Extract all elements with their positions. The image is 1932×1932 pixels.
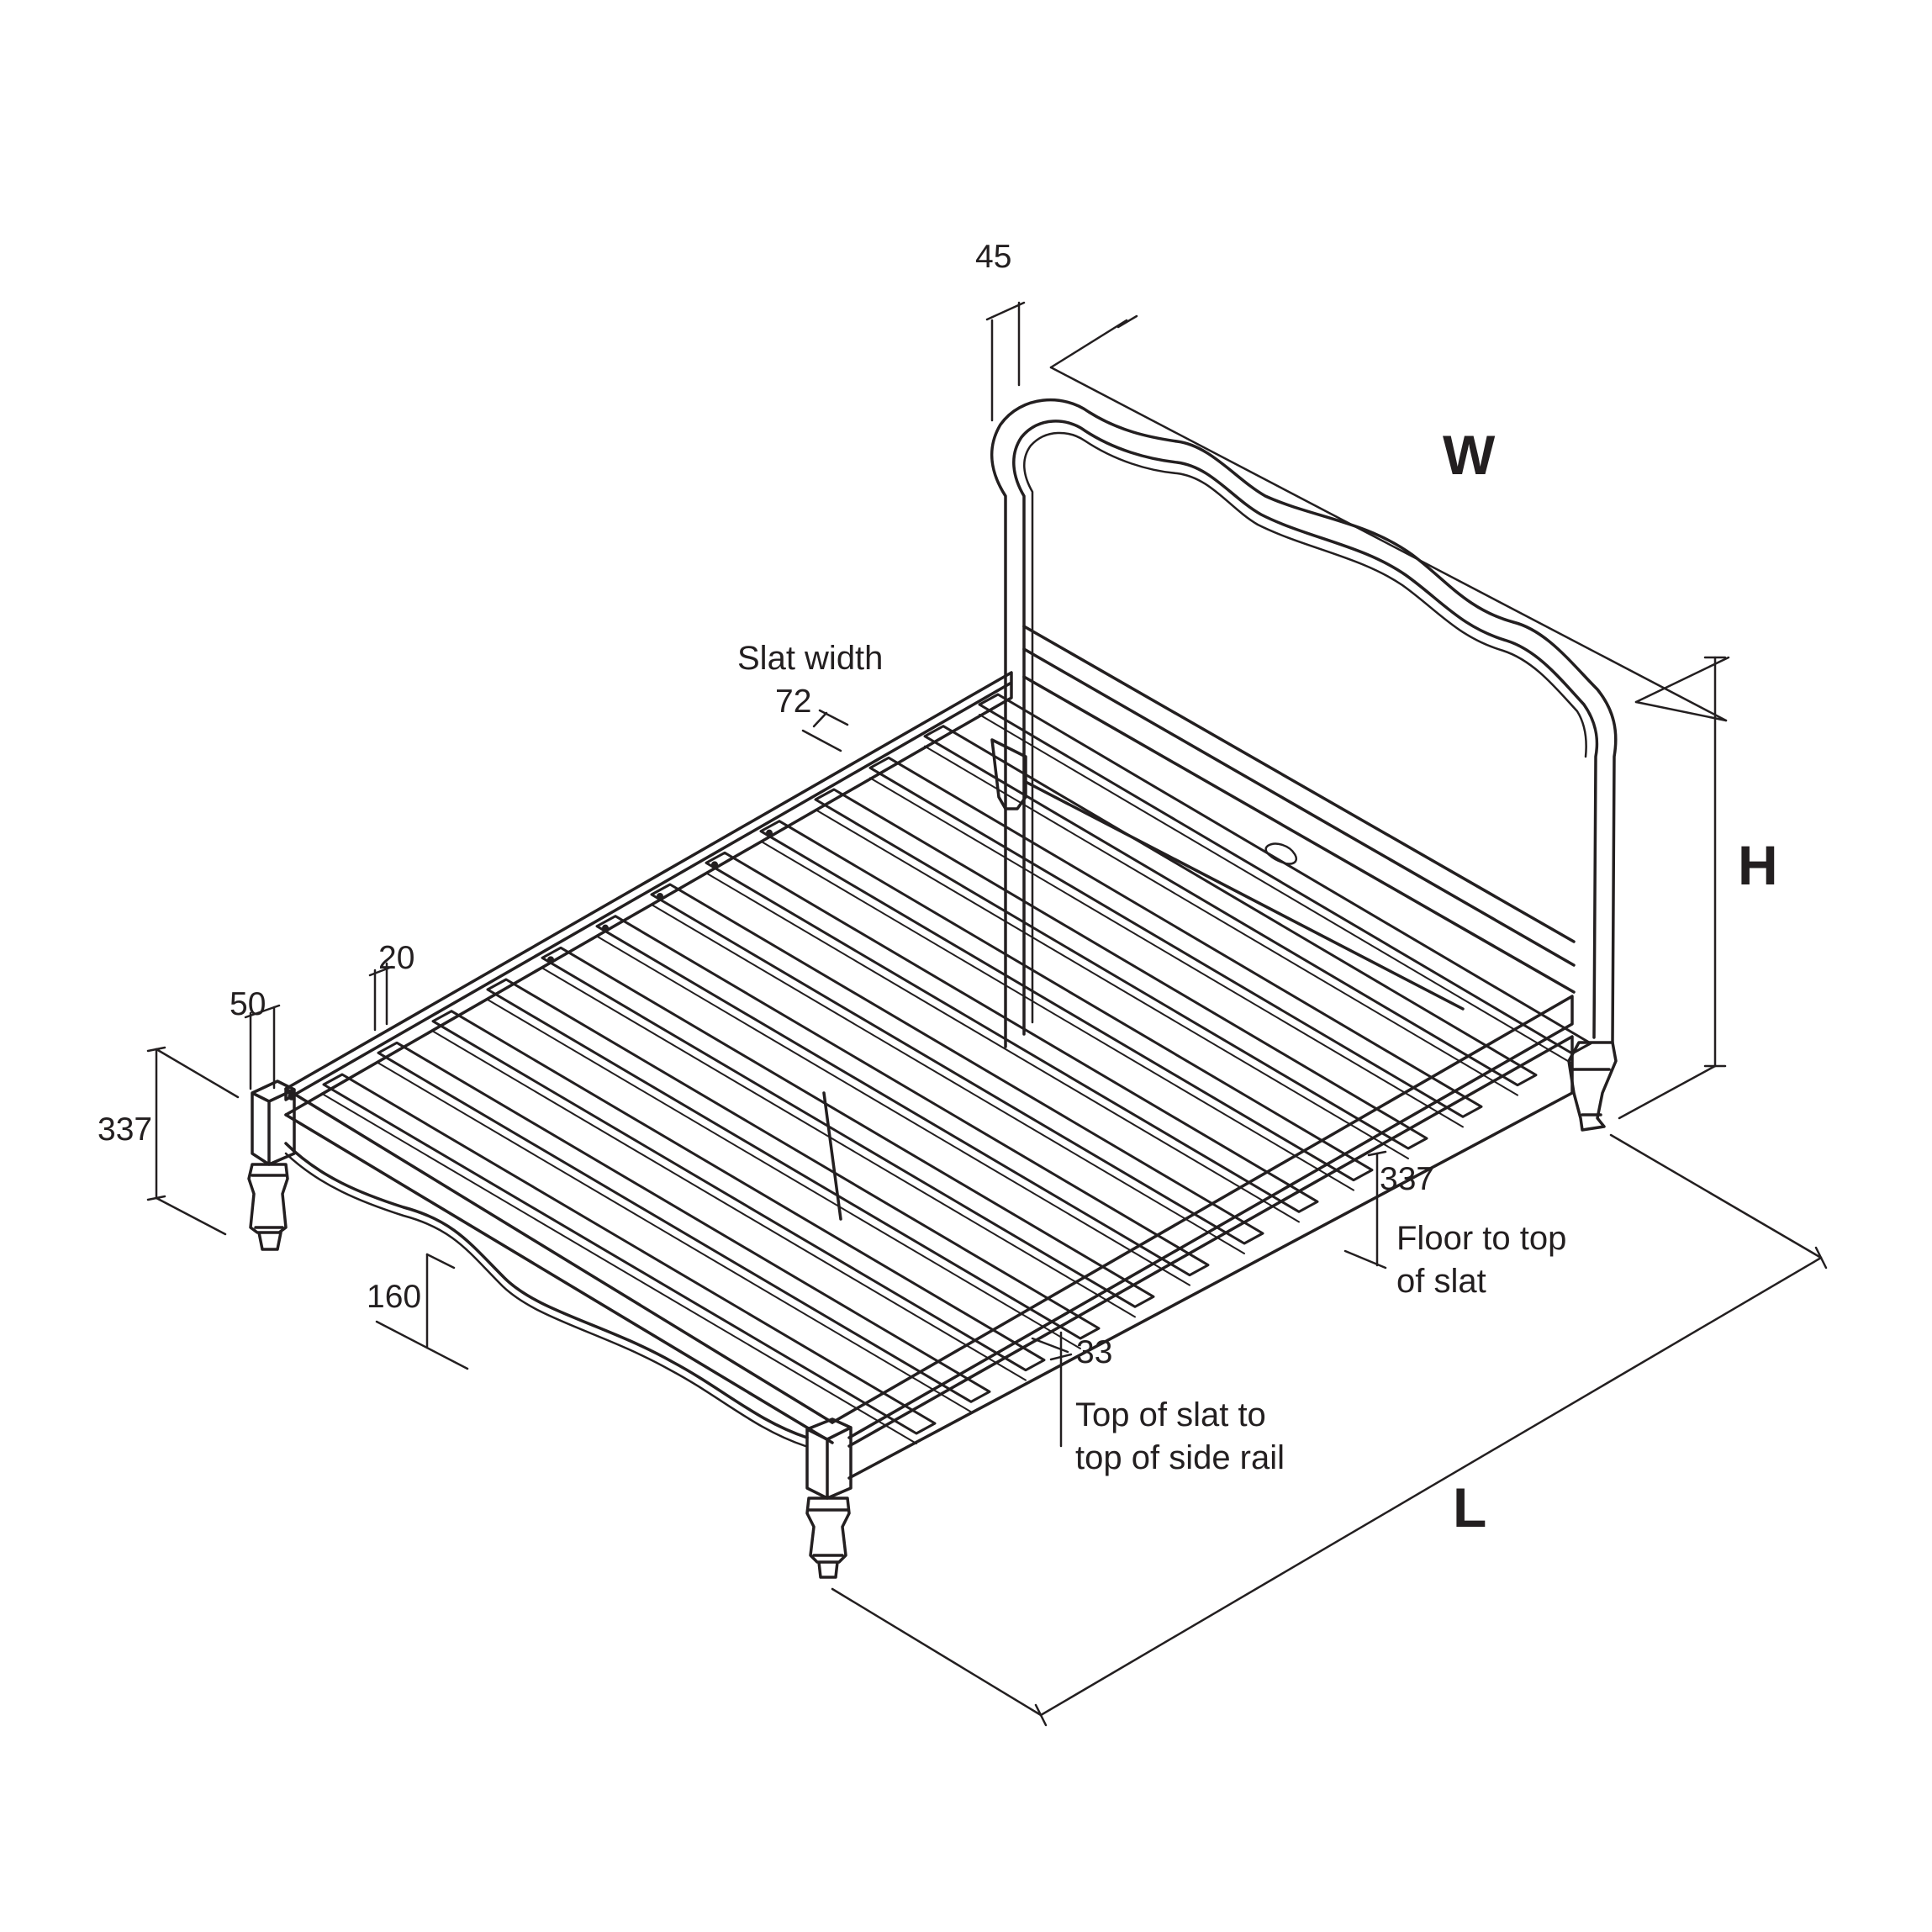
rail-lip-tick bbox=[1049, 1353, 1073, 1361]
slat bbox=[759, 820, 1374, 1182]
slat-edge bbox=[377, 1062, 972, 1413]
slat bbox=[486, 978, 1101, 1340]
slat bbox=[705, 851, 1319, 1213]
slat-edge bbox=[596, 935, 1190, 1286]
headboard-right-leg bbox=[1567, 1041, 1618, 1132]
slat-width-ext-right bbox=[818, 709, 849, 726]
length-extension-front bbox=[831, 1587, 1043, 1717]
rail-depth-ext-bottom bbox=[375, 1320, 469, 1370]
floor-to-slat-tick-top bbox=[1367, 1150, 1387, 1157]
slats bbox=[322, 693, 1592, 1444]
headboard-thickness-line bbox=[985, 301, 1026, 321]
slat-thickness-value: 20 bbox=[378, 940, 415, 976]
rail-depth-ext-top bbox=[425, 1253, 456, 1270]
slat bbox=[595, 915, 1210, 1277]
height-label: H bbox=[1738, 834, 1778, 896]
headboard bbox=[990, 398, 1618, 1132]
slat bbox=[923, 725, 1538, 1087]
height-extension-bottom bbox=[1618, 1064, 1717, 1120]
headboard-panel-lower-rail bbox=[1022, 625, 1576, 994]
leg-height-ext-bottom bbox=[155, 1196, 227, 1236]
center-support-rail bbox=[822, 780, 1465, 1221]
slat-edge bbox=[869, 777, 1464, 1128]
width-tick-left bbox=[1116, 314, 1138, 329]
rail-lip-caption-line-1: Top of slat to bbox=[1075, 1396, 1266, 1433]
rail-depth-value: 160 bbox=[367, 1279, 422, 1315]
slat bbox=[650, 883, 1264, 1245]
slat-bolt-icon bbox=[547, 956, 554, 963]
slat-width-value: 72 bbox=[775, 684, 812, 720]
floor-to-slat-ext-bottom bbox=[1343, 1249, 1387, 1270]
foot-rail-skirt-inner bbox=[284, 1152, 807, 1448]
slat-edge bbox=[815, 809, 1409, 1159]
leg-height-ext-top bbox=[155, 1048, 240, 1099]
slat-bolts bbox=[547, 829, 773, 963]
rail-lip-ext-top bbox=[1031, 1337, 1069, 1354]
slat-bolt-icon bbox=[602, 924, 609, 932]
foot-rail-top bbox=[284, 1087, 834, 1444]
front-left-post bbox=[251, 1079, 296, 1166]
slat-edge bbox=[541, 967, 1136, 1318]
post-width-value: 50 bbox=[230, 986, 267, 1022]
slat bbox=[814, 788, 1428, 1150]
front-right-leg bbox=[805, 1497, 851, 1579]
slat bbox=[431, 1010, 1046, 1372]
slat bbox=[978, 693, 1592, 1055]
front-right-post bbox=[805, 1417, 853, 1500]
dimension-lines bbox=[146, 301, 1828, 1727]
legs bbox=[247, 1079, 853, 1579]
post-width-line bbox=[244, 1004, 281, 1019]
slat-edge bbox=[432, 1030, 1027, 1381]
leg-height-tick-bottom bbox=[146, 1195, 166, 1201]
slat bbox=[377, 1041, 991, 1403]
floor-to-slat-value: 337 bbox=[1380, 1161, 1435, 1197]
headboard-thickness-value: 45 bbox=[975, 239, 1012, 275]
length-tick-front bbox=[1034, 1703, 1048, 1727]
floor-to-slat-caption-line-1: Floor to top bbox=[1396, 1220, 1567, 1257]
length-tick-back bbox=[1814, 1246, 1828, 1270]
slat bbox=[322, 1073, 937, 1435]
front-left-leg bbox=[247, 1163, 289, 1251]
bed-frame bbox=[284, 671, 1574, 1480]
slat-width-ext-left bbox=[801, 729, 842, 752]
length-extension-back bbox=[1609, 1133, 1823, 1259]
slat-bolt-icon bbox=[766, 829, 773, 837]
left-side-rail bbox=[831, 995, 1574, 1480]
headboard-outer-outline bbox=[990, 398, 1618, 1048]
slat-bolt-icon bbox=[711, 861, 718, 868]
length-label: L bbox=[1453, 1476, 1487, 1539]
width-dimension-line bbox=[1049, 366, 1728, 722]
headboard-piping bbox=[1023, 431, 1587, 1024]
floor-to-slat-caption-line-2: of slat bbox=[1396, 1263, 1486, 1300]
slat bbox=[868, 756, 1483, 1118]
length-dimension-line bbox=[1039, 1256, 1823, 1717]
rail-lip-caption-line-2: top of side rail bbox=[1075, 1439, 1285, 1476]
right-side-rail bbox=[284, 671, 1013, 1116]
headboard-center-support bbox=[990, 738, 1027, 810]
rail-lip-value: 33 bbox=[1076, 1334, 1113, 1370]
width-extension-left bbox=[1049, 319, 1128, 369]
post-bolt-icon bbox=[288, 1092, 296, 1101]
slat-edge bbox=[705, 872, 1300, 1223]
foot-rail-scalloped-skirt bbox=[284, 1142, 809, 1439]
slat-edge bbox=[760, 840, 1354, 1191]
slat-edge bbox=[487, 999, 1081, 1349]
headboard-inner-outline bbox=[1012, 420, 1599, 1039]
leg-height-tick-top bbox=[146, 1046, 166, 1053]
leg-height-value: 337 bbox=[98, 1111, 153, 1148]
slat-thickness-line bbox=[368, 965, 393, 977]
slat-edge bbox=[924, 745, 1518, 1096]
height-extension-top bbox=[1634, 656, 1730, 704]
slat-bolt-icon bbox=[657, 893, 663, 900]
slat-edge bbox=[651, 904, 1245, 1254]
slat bbox=[541, 946, 1155, 1308]
slat-edge bbox=[323, 1094, 917, 1444]
slat-edge bbox=[979, 714, 1573, 1064]
slat-width-caption: Slat width bbox=[737, 640, 884, 677]
width-label: W bbox=[1443, 424, 1496, 486]
width-extension-right bbox=[1634, 700, 1728, 722]
slat-width-line bbox=[812, 711, 828, 728]
